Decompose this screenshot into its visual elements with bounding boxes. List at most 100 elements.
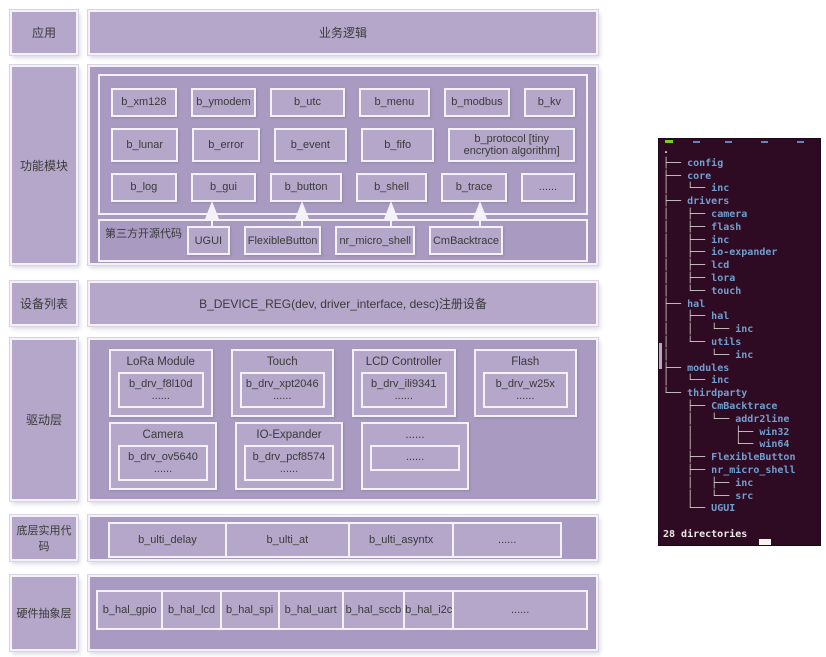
driver-more-dots: ...... — [151, 390, 170, 402]
module-chip: b_event — [273, 127, 348, 162]
utility-cell: ...... — [452, 522, 562, 558]
directory-name: UGUI — [711, 503, 736, 515]
driver-layer-box: LoRa Module b_drv_f8l10d ...... Touch b_… — [88, 338, 598, 501]
driver-card-inner: b_drv_f8l10d ...... — [118, 372, 204, 408]
terminal-cursor — [759, 539, 771, 545]
driver-card: Touch b_drv_xpt2046 ...... — [230, 349, 334, 417]
directory-name: hal — [687, 298, 706, 310]
clipped-text-fragment — [797, 141, 804, 143]
hal-cell: b_hal_i2c — [403, 590, 455, 630]
directory-name: lcd — [711, 260, 730, 272]
tree-line: └── thirdparty — [663, 388, 820, 401]
directory-name: inc — [711, 183, 730, 195]
driver-card-title: Touch — [266, 356, 298, 368]
module-chip: b_gui — [190, 172, 257, 202]
module-chip: b_modbus — [444, 87, 510, 117]
terminal-window: . ├── config ├── core │ └── inc ├── driv… — [659, 139, 820, 545]
driver-name: ...... — [405, 451, 425, 463]
tree-line: │ ├── io-expander — [663, 247, 820, 260]
tree-branch-glyphs: │ └── — [663, 349, 736, 361]
driver-more-dots: ...... — [279, 463, 299, 475]
utility-cell: b_ulti_at — [224, 522, 350, 558]
tree-line: │ ├── inc — [663, 235, 820, 248]
tree-line: │ ├── hal — [663, 311, 820, 324]
driver-row-2: Camera b_drv_ov5640 ...... IO-Expander b… — [100, 422, 586, 490]
tree-branch-glyphs: │ ├── — [663, 426, 760, 438]
clipped-text-fragment — [693, 141, 700, 143]
module-chip: b_utc — [270, 87, 345, 117]
thirdparty-chip: FlexibleButton — [243, 226, 322, 255]
tree-line: │ ├── camera — [663, 209, 820, 222]
utility-cell: b_ulti_asyntx — [347, 522, 455, 558]
tree-line: └── UGUI — [663, 503, 820, 516]
utility-cell: b_ulti_delay — [108, 522, 227, 558]
tree-branch-glyphs: ├── — [663, 400, 712, 412]
tree-lines: ├── config ├── core │ └── inc ├── driver… — [663, 158, 820, 516]
module-chip: b_kv — [523, 87, 576, 117]
driver-name: b_drv_f8l10d — [128, 378, 193, 390]
tree-branch-glyphs: │ └── — [663, 183, 712, 195]
thirdparty-chip: CmBacktrace — [428, 226, 503, 255]
tree-line: ├── CmBacktrace — [663, 401, 820, 414]
driver-name: b_drv_w25x — [495, 378, 555, 390]
tree-branch-glyphs: │ ├── — [663, 311, 712, 323]
tree-branch-glyphs: │ ├── — [663, 247, 712, 259]
tree-line: ├── modules — [663, 363, 820, 376]
driver-cards-grid: LoRa Module b_drv_f8l10d ...... Touch b_… — [100, 349, 586, 490]
tree-line: │ └── inc — [663, 183, 820, 196]
directory-name: src — [735, 490, 754, 502]
directory-name: addr2line — [735, 413, 790, 425]
driver-card-title: LCD Controller — [365, 356, 442, 368]
thirdparty-label: 第三方开源代码 — [105, 228, 182, 240]
tree-branch-glyphs: │ ├── — [663, 221, 712, 233]
driver-card-title: Camera — [142, 429, 184, 441]
tree-line: │ └── touch — [663, 286, 820, 299]
tree-line: │ └── win64 — [663, 439, 820, 452]
tree-line: ├── drivers — [663, 196, 820, 209]
tree-line: │ └── utils — [663, 337, 820, 350]
directory-name: win64 — [759, 439, 790, 451]
tree-branch-glyphs: └── — [663, 503, 712, 515]
driver-card-inner: b_drv_xpt2046 ...... — [239, 372, 325, 408]
driver-name: b_drv_pcf8574 — [252, 451, 326, 463]
tree-branch-glyphs: └── — [663, 388, 688, 400]
tree-line: ├── config — [663, 158, 820, 171]
driver-card: IO-Expander b_drv_pcf8574 ...... — [235, 422, 343, 490]
directory-name: thirdparty — [687, 388, 748, 400]
tree-branch-glyphs: ├── — [663, 196, 688, 208]
driver-more-dots: ...... — [394, 390, 413, 402]
module-chip: b_menu — [358, 87, 431, 117]
driver-card-title: LoRa Module — [126, 356, 195, 368]
directory-name: win32 — [759, 426, 790, 438]
tree-branch-glyphs: │ └── — [663, 413, 736, 425]
module-chip: b_log — [111, 172, 177, 202]
directory-tree: . ├── config ├── core │ └── inc ├── driv… — [663, 145, 820, 542]
tree-line: ├── FlexibleButton — [663, 452, 820, 465]
driver-card-inner: b_drv_pcf8574 ...... — [244, 445, 334, 481]
driver-card-inner: b_drv_w25x ...... — [482, 372, 568, 408]
hal-cell: b_hal_gpio — [96, 590, 164, 630]
module-chip: b_protocol [tiny encrytion algorithm] — [448, 127, 576, 162]
directory-name: FlexibleButton — [711, 452, 796, 464]
directory-name: utils — [711, 336, 742, 348]
tree-branch-glyphs: │ ├── — [663, 208, 712, 220]
clipped-text-fragment — [761, 141, 768, 143]
layer-label-device-list: 设备列表 — [10, 281, 78, 326]
tree-line: │ │ └── inc — [663, 324, 820, 337]
tree-line: │ ├── inc — [663, 478, 820, 491]
directory-name: touch — [711, 285, 742, 297]
layer-label-driver: 驱动层 — [10, 338, 78, 501]
tree-branch-glyphs: │ └── — [663, 490, 736, 502]
tree-line: ├── nr_micro_shell — [663, 465, 820, 478]
driver-name: b_drv_ili9341 — [371, 378, 437, 390]
scrollbar-thumb[interactable] — [659, 343, 662, 369]
directory-name: inc — [735, 324, 754, 336]
module-chip: b_trace — [441, 172, 507, 202]
module-chip: b_fifo — [361, 127, 435, 162]
clipped-text-fragment — [725, 141, 732, 143]
